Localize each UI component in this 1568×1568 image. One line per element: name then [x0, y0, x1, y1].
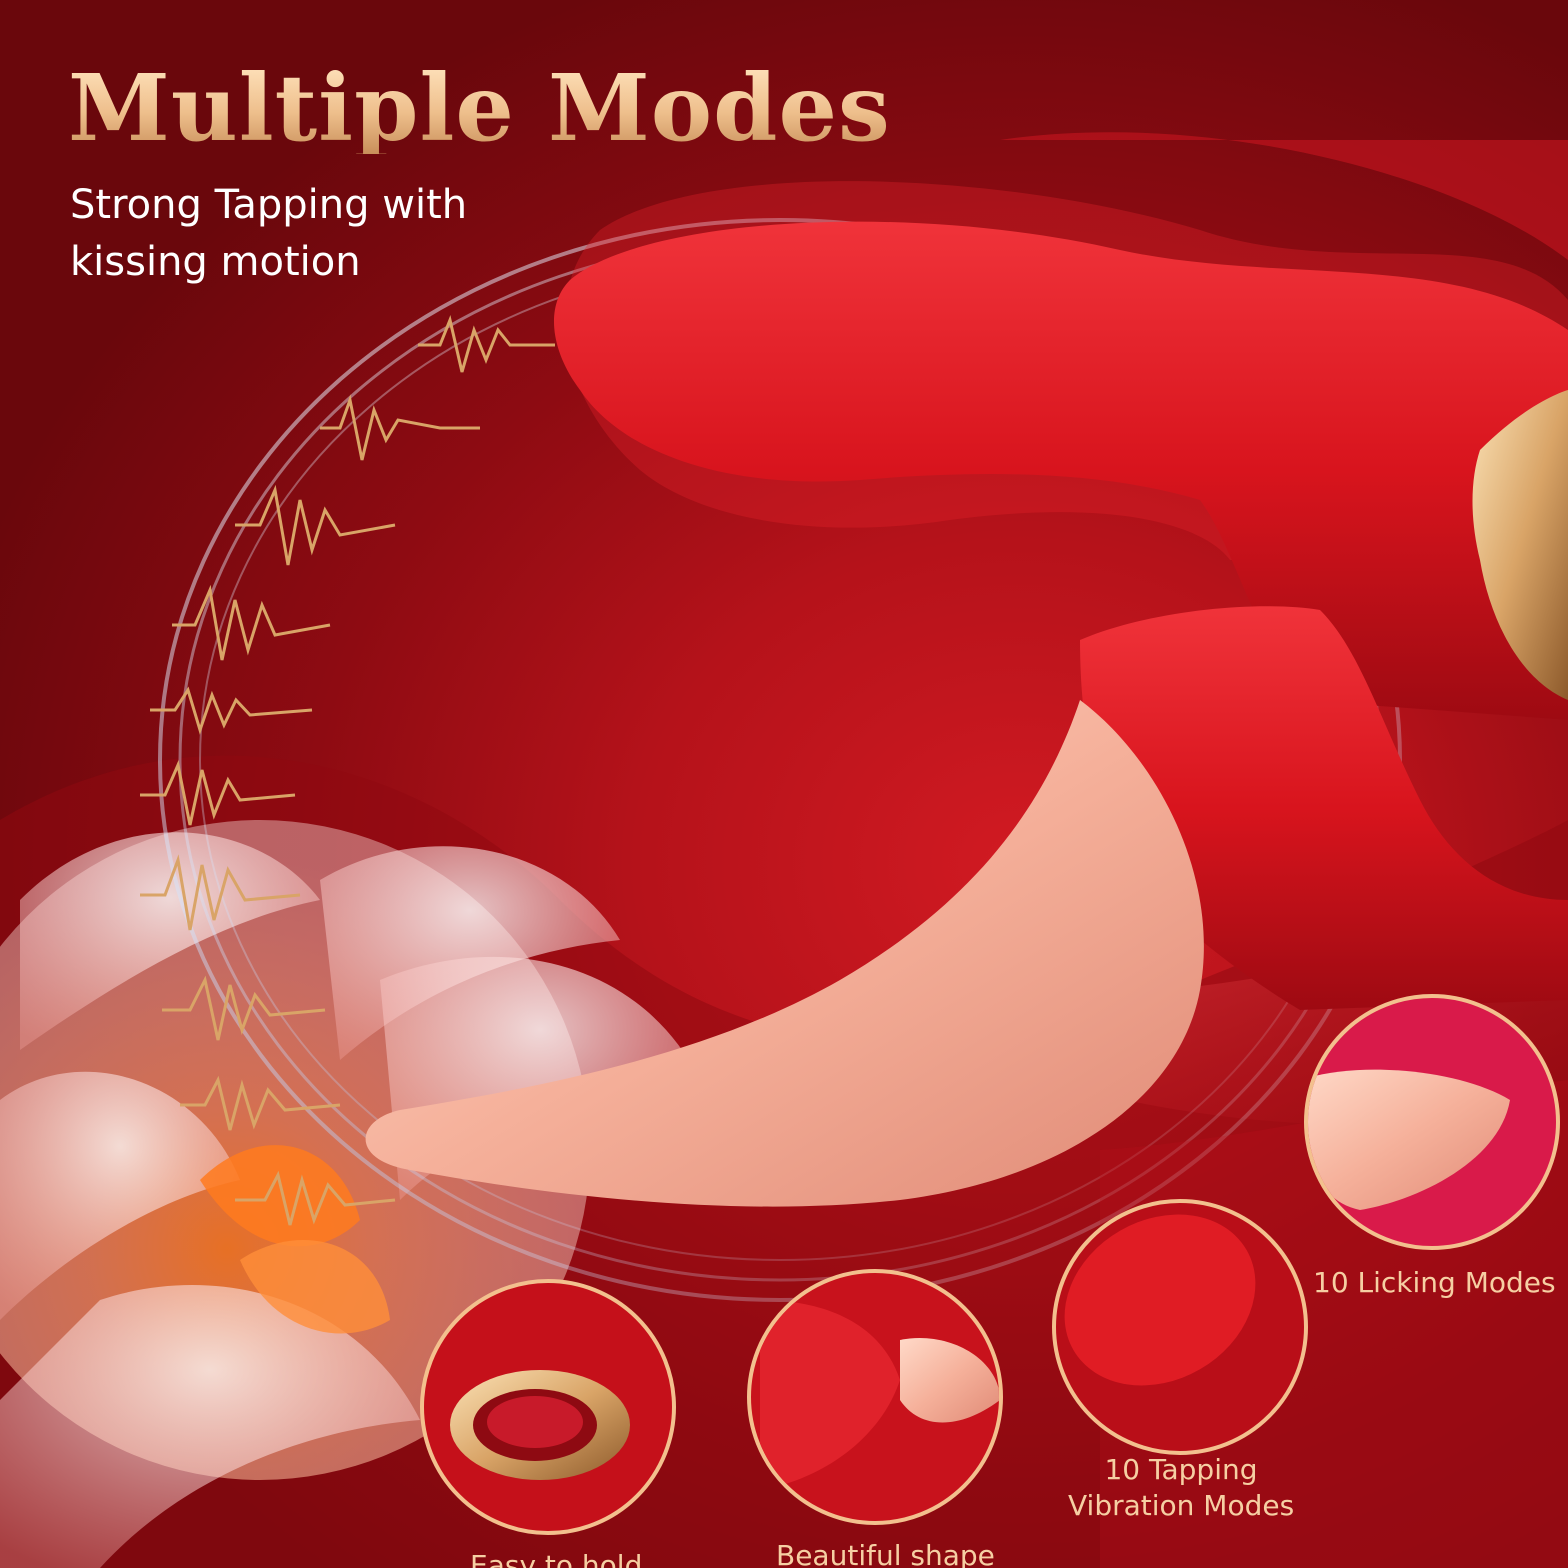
waveform-6: [140, 760, 296, 826]
subtitle-line-2: kissing motion: [70, 239, 361, 285]
subtitle-line-1: Strong Tapping with: [70, 182, 468, 228]
waveform-4: [172, 584, 331, 661]
caption-tapping-modes: 10 Tapping Vibration Modes: [1068, 1452, 1294, 1525]
waveform-3: [235, 484, 396, 566]
waveform-1: [418, 314, 555, 373]
waveform-9: [180, 1075, 341, 1131]
waveform-2: [320, 394, 480, 461]
caption-tapping-line-1: 10 Tapping: [1104, 1453, 1258, 1486]
caption-licking-modes: 10 Licking Modes: [1313, 1266, 1556, 1299]
feature-circle-licking: [1304, 994, 1560, 1250]
product-device: [365, 181, 1568, 1568]
caption-beautiful-shape: Beautiful shape: [776, 1539, 995, 1568]
caption-easy-to-hold: Easy to hold: [470, 1549, 643, 1568]
waveform-8: [162, 975, 326, 1041]
waveform-group: [140, 314, 555, 1226]
headline: Multiple Modes: [68, 54, 891, 162]
caption-tapping-line-2: Vibration Modes: [1068, 1489, 1295, 1523]
feature-circle-tapping: [1052, 1199, 1308, 1455]
waveform-10: [235, 1170, 396, 1226]
feature-circle-hold: [420, 1279, 676, 1535]
waveform-7: [140, 854, 301, 931]
waveform-5: [150, 686, 313, 735]
feature-circle-shape: [747, 1269, 1003, 1525]
flower-illustration: [0, 820, 700, 1568]
